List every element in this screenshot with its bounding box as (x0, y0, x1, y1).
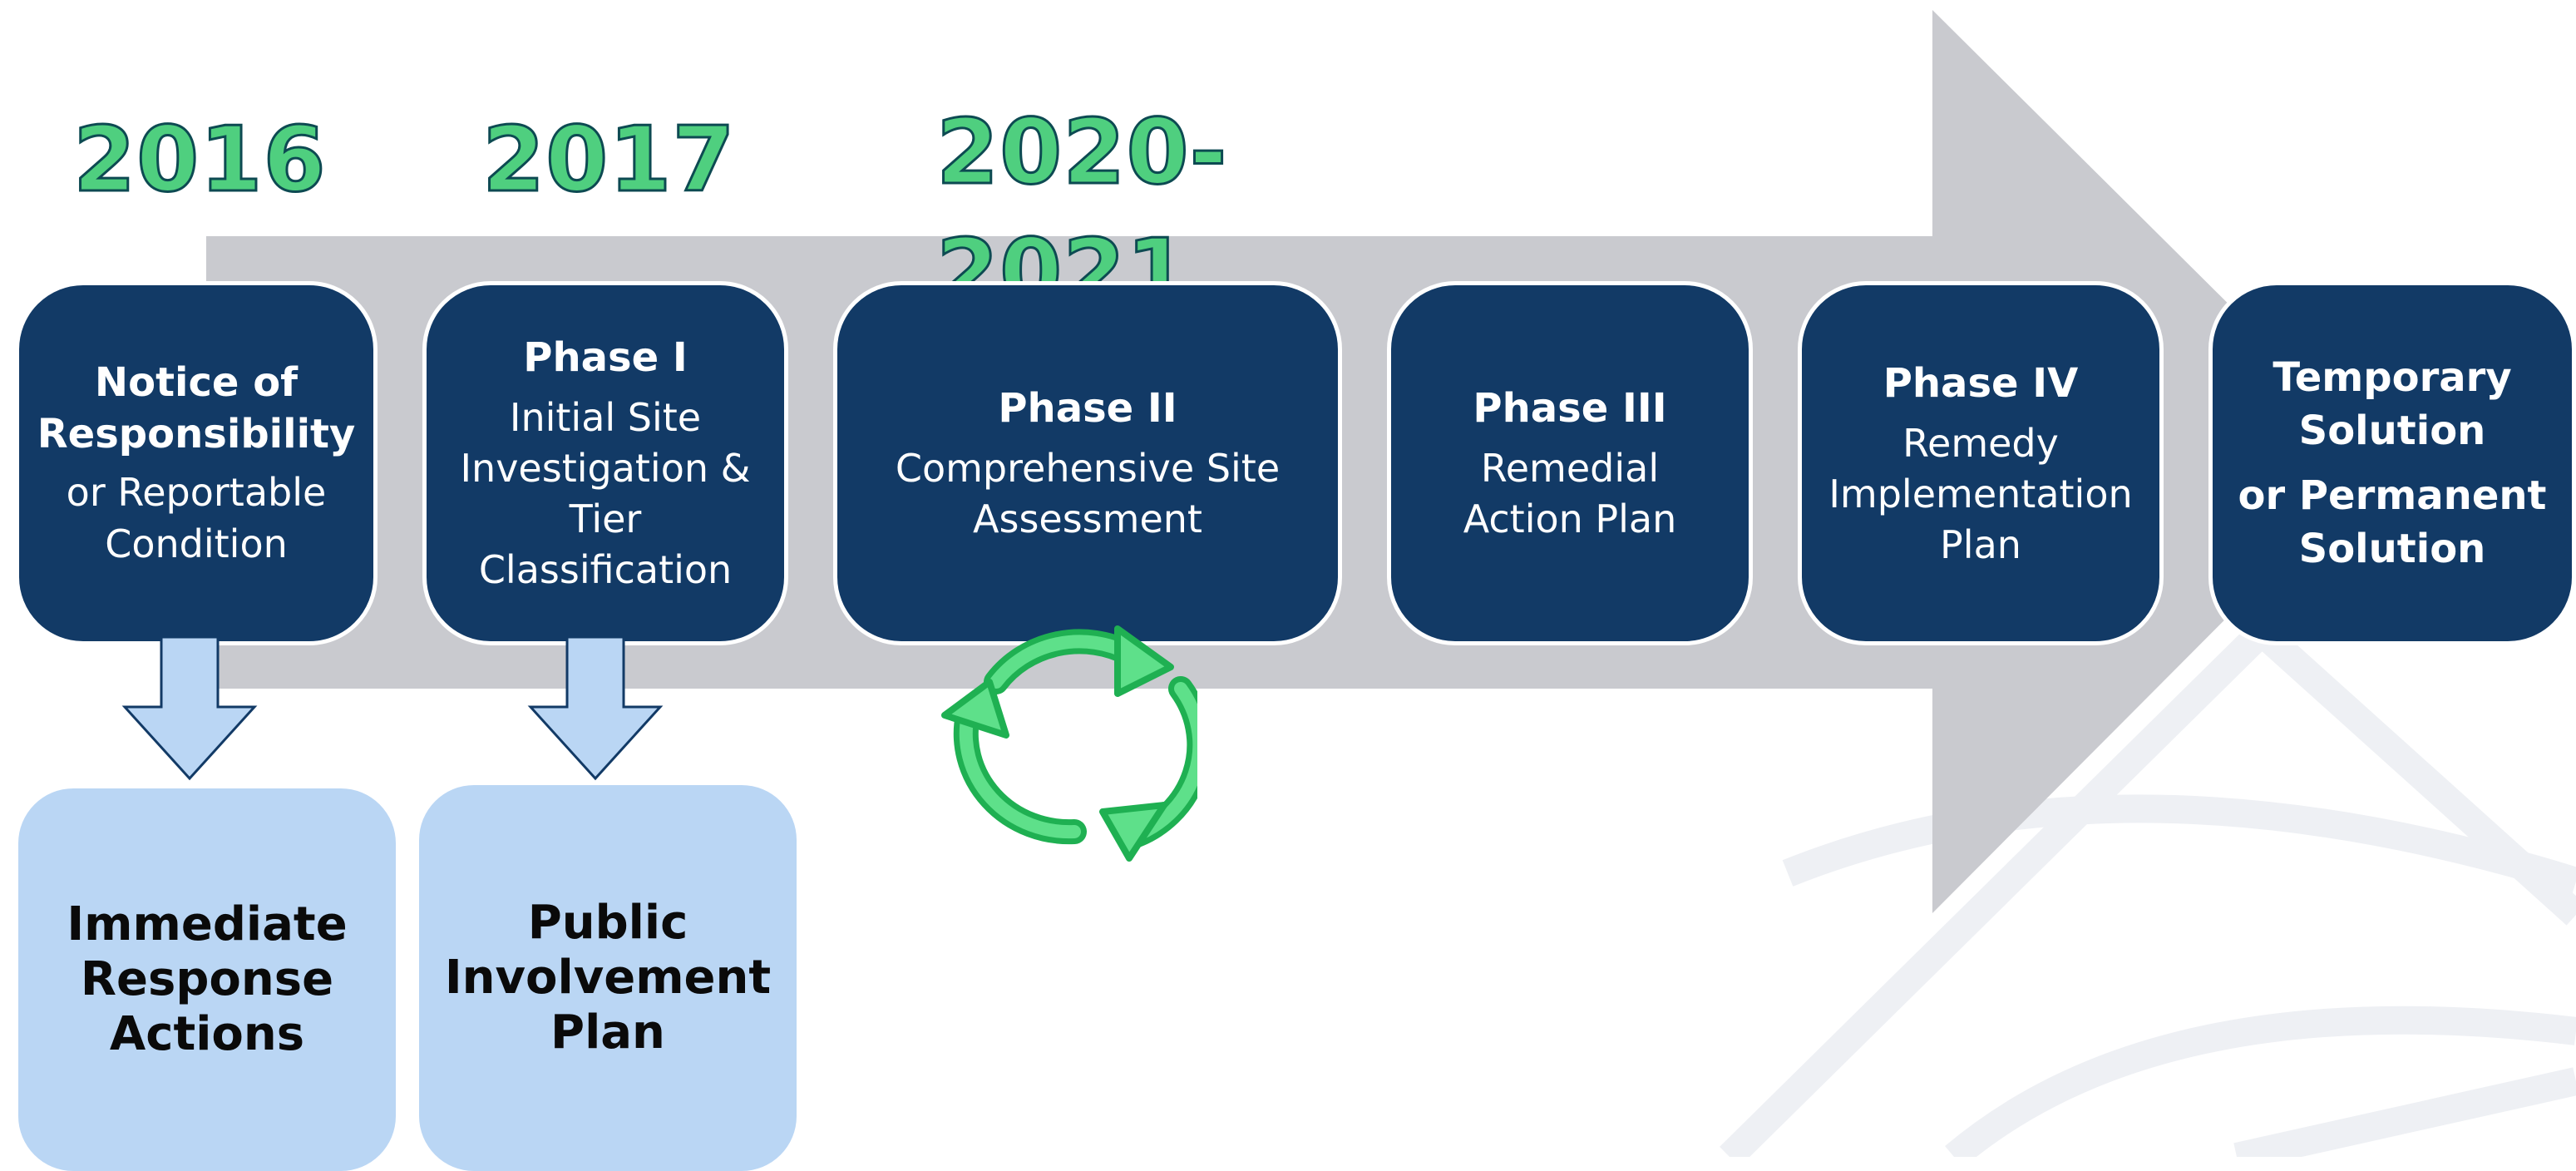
step-title: Notice of Responsibility (37, 359, 356, 457)
step-title: Phase III (1473, 385, 1667, 432)
step-phase-4: Phase IV Remedy Implementation Plan (1798, 281, 2164, 645)
step-subtitle: Comprehensive Site Assessment (895, 446, 1281, 541)
step-title: Temporary Solution (2273, 354, 2512, 454)
year-label-2017: 2017 (481, 107, 737, 214)
step-subtitle: Initial Site Investigation & Tier Classi… (460, 395, 751, 592)
step-notice-of-responsibility: Notice of Responsibility or Reportable C… (15, 281, 378, 645)
step-title: Phase IV (1883, 359, 2079, 407)
arrow-down-icon (121, 635, 258, 781)
step-title: Phase II (998, 385, 1177, 432)
step-phase-1: Phase I Initial Site Investigation & Tie… (422, 281, 788, 645)
watermark-logo (1720, 612, 2576, 1157)
immediate-response-actions-box: Immediate Response Actions (18, 788, 396, 1171)
step-title: Phase I (523, 334, 688, 381)
step-subtitle: or Permanent Solution (2238, 472, 2547, 572)
year-label-2016: 2016 (72, 107, 328, 214)
step-subtitle: or Reportable Condition (66, 470, 327, 566)
refresh-cycle-icon (941, 625, 1197, 862)
step-temporary-permanent-solution: Temporary Solution or Permanent Solution (2208, 281, 2576, 645)
arrow-down-icon (527, 635, 664, 781)
step-phase-2: Phase II Comprehensive Site Assessment (833, 281, 1342, 645)
step-subtitle: Remedy Implementation Plan (1828, 420, 2133, 567)
public-involvement-plan-box: Public Involvement Plan (419, 785, 797, 1171)
step-subtitle: Remedial Action Plan (1463, 446, 1677, 541)
step-phase-3: Phase III Remedial Action Plan (1387, 281, 1753, 645)
